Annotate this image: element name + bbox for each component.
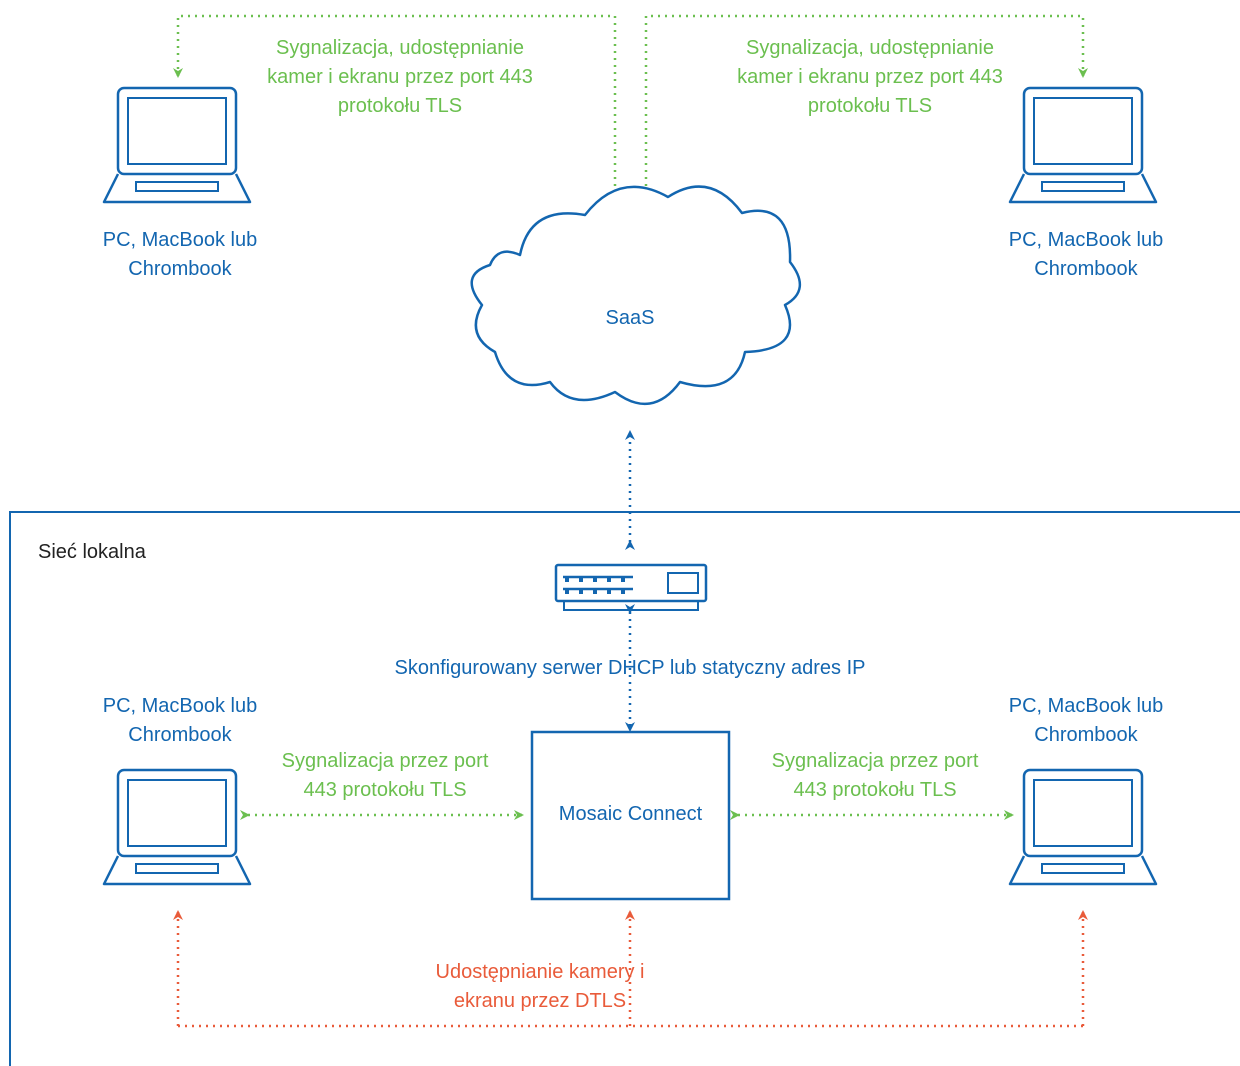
connection-top-right [644, 14, 1088, 186]
saas-cloud [470, 185, 801, 406]
connection-top-left [173, 14, 617, 186]
laptop-icon [102, 86, 252, 204]
laptop-icon [102, 768, 252, 886]
label-signal-right: Sygnalizacja przez port 443 protokołu TL… [771, 750, 979, 801]
label-tls-top-left: Sygnalizacja, udostępnianie kamer i ekra… [267, 37, 533, 117]
label-dhcp: Skonfigurowany serwer DHCP lub statyczny… [394, 657, 866, 679]
mosaic-connect-box [530, 730, 731, 901]
label-signal-left: Sygnalizacja przez port 443 protokołu TL… [281, 750, 489, 801]
label-mosaic-connect: Mosaic Connect [558, 803, 703, 825]
label-tls-top-right: Sygnalizacja, udostępnianie kamer i ekra… [737, 37, 1003, 117]
label-dtls: Udostępnianie kamery i ekranu przez DTLS [435, 961, 645, 1012]
label-device-bottom-right: PC, MacBook lub Chrombook [1008, 695, 1164, 746]
network-switch-icon [554, 563, 708, 611]
label-device-top-left: PC, MacBook lub Chrombook [102, 229, 258, 280]
local-network-frame [9, 511, 1240, 1066]
label-cloud: SaaS [605, 307, 655, 329]
label-local-network: Sieć lokalna [38, 541, 146, 563]
label-device-bottom-left: PC, MacBook lub Chrombook [102, 695, 258, 746]
laptop-icon [1008, 768, 1158, 886]
label-device-top-right: PC, MacBook lub Chrombook [1008, 229, 1164, 280]
